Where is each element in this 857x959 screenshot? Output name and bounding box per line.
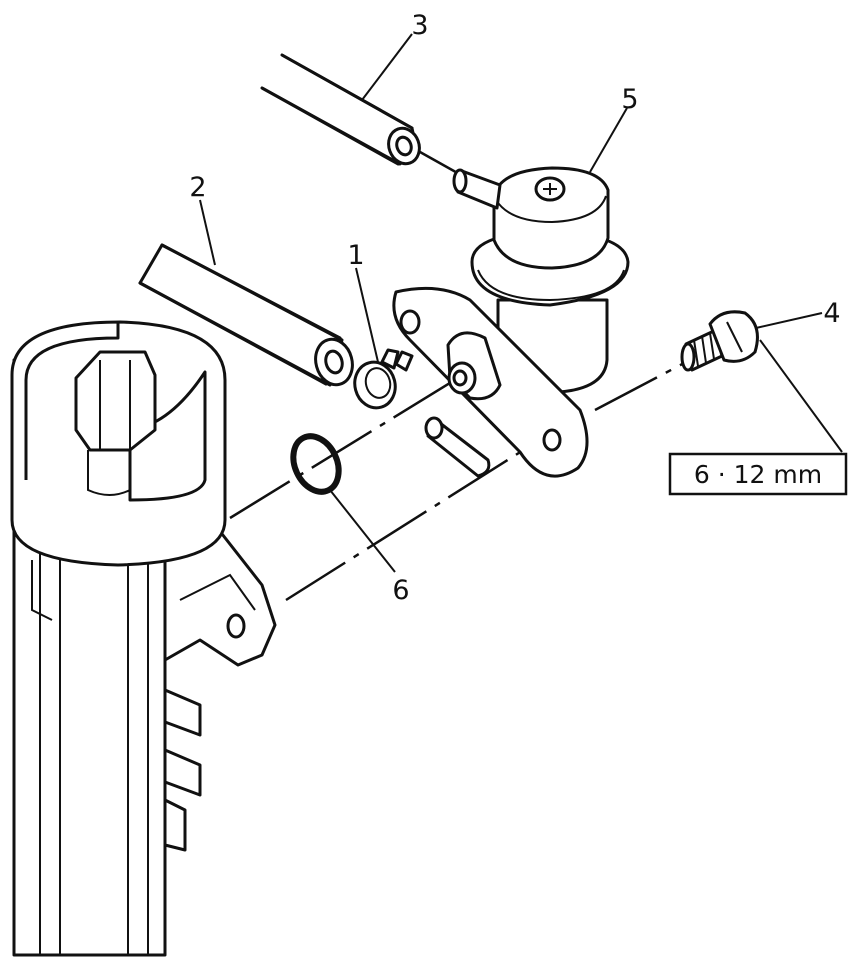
callout-4: 4 bbox=[823, 298, 840, 329]
callout-1: 1 bbox=[347, 240, 364, 271]
callout-2: 2 bbox=[189, 172, 206, 203]
fuel-return-hose bbox=[138, 243, 354, 387]
hose-clamp bbox=[353, 348, 414, 410]
o-ring bbox=[290, 433, 342, 495]
callout-3: 3 bbox=[411, 10, 428, 41]
mounting-screw bbox=[680, 310, 759, 372]
torque-spec-text: 6 · 12 mm bbox=[694, 460, 822, 489]
callout-6: 6 bbox=[392, 575, 409, 606]
vacuum-hose bbox=[260, 53, 421, 166]
leader-lines bbox=[199, 33, 843, 573]
callout-5: 5 bbox=[621, 84, 638, 115]
torque-spec-box: 6 · 12 mm bbox=[668, 452, 848, 496]
fuel-pressure-regulator bbox=[392, 166, 630, 478]
rail-mounting-boss bbox=[163, 523, 277, 667]
rail-cup bbox=[10, 320, 227, 567]
